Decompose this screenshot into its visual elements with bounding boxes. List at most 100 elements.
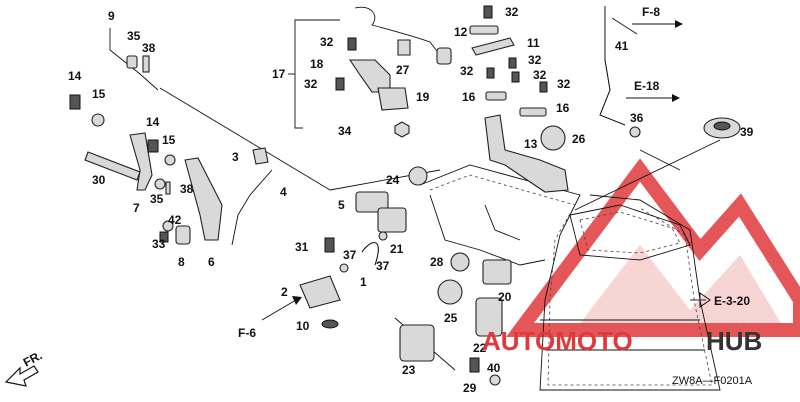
- callout: 38: [142, 41, 156, 55]
- callout: 14: [68, 69, 82, 83]
- pin-38b: [165, 181, 171, 195]
- collar-42: [162, 220, 174, 232]
- ref-f8: F-8: [632, 5, 683, 28]
- callout: 36: [630, 111, 644, 125]
- plate-16a: [485, 91, 507, 101]
- lower-case-housing: [419, 164, 721, 391]
- bushing-8: [175, 225, 191, 245]
- clip-35: [126, 55, 138, 69]
- callout: 19: [416, 90, 430, 104]
- drawing-code: ZW8A—F0201A: [672, 375, 753, 387]
- bolt-29: [469, 357, 480, 373]
- valve-2: [299, 275, 341, 309]
- callout: 17: [272, 67, 286, 81]
- callout: 24: [386, 173, 400, 187]
- callout: 14: [146, 115, 160, 129]
- callout: 13: [524, 137, 538, 151]
- clip-36: [629, 126, 641, 138]
- shaft-30: [84, 151, 141, 181]
- callout: 32: [528, 53, 542, 67]
- callout: 35: [127, 29, 141, 43]
- washer-15b: [164, 154, 176, 166]
- throttle-rod: [109, 28, 159, 91]
- bolt-33: [159, 231, 169, 243]
- callout: 33: [152, 237, 166, 251]
- plate-12: [469, 25, 499, 35]
- callout: 32: [533, 68, 547, 82]
- bolt-14b: [147, 139, 159, 153]
- callout: 9: [108, 9, 115, 23]
- callout: 27: [396, 63, 410, 77]
- clamp-27: [397, 39, 411, 56]
- connector: [436, 47, 452, 65]
- callout: 39: [740, 125, 754, 139]
- pin-38: [142, 55, 150, 73]
- callout: 10: [296, 319, 310, 333]
- callout: 7: [133, 201, 140, 215]
- callout: 41: [615, 39, 629, 53]
- washer-15: [91, 113, 105, 127]
- lever-7: [129, 132, 153, 191]
- plate-16b: [519, 107, 547, 117]
- bracket-18: [348, 59, 391, 93]
- callout: 30: [92, 173, 106, 187]
- bolt-32b: [335, 77, 345, 91]
- svg-text:E-3-20: E-3-20: [714, 294, 750, 308]
- callout: 26: [572, 132, 586, 146]
- grommet-10: [321, 319, 339, 329]
- watermark-logo-icon: [506, 158, 800, 337]
- plate-11: [471, 37, 515, 56]
- plate-6: [184, 157, 223, 241]
- front-arrow-icon: FR.: [4, 348, 44, 387]
- plug-25: [437, 279, 463, 305]
- callout: 25: [444, 311, 458, 325]
- watermark-word-red: AUTOMOTO: [482, 326, 633, 356]
- callout: 32: [320, 35, 334, 49]
- cover-22: [475, 297, 503, 337]
- clip-35b: [154, 178, 166, 190]
- callout: 11: [527, 36, 540, 50]
- callout: 32: [460, 64, 474, 78]
- bolt-32a: [347, 37, 357, 51]
- rod-4: [231, 169, 273, 246]
- watermark-text: AUTOMOTO HUB: [482, 326, 762, 356]
- cover-23: [399, 324, 435, 362]
- joint-3: [252, 147, 269, 165]
- seal-20: [482, 259, 512, 285]
- callout: 3: [232, 150, 239, 164]
- nut-34: [394, 121, 410, 138]
- callout: 23: [402, 363, 416, 377]
- washer-40: [489, 374, 501, 386]
- callout: 40: [487, 361, 501, 375]
- bolt-32g: [539, 81, 548, 93]
- callout: 4: [280, 185, 287, 199]
- bracket-17: [294, 19, 303, 129]
- bolt-31: [324, 237, 335, 253]
- callout: 31: [295, 240, 309, 254]
- gasket-5: [355, 191, 389, 213]
- ref-f6: F-6: [238, 296, 302, 340]
- callout: 20: [498, 290, 512, 304]
- callout: 38: [180, 182, 194, 196]
- callout: 18: [310, 57, 324, 71]
- bolt-14: [69, 94, 81, 110]
- callout-labels: 9 35 38 14 15 14 15 30 7 35 38 42 33 8 6…: [68, 5, 754, 395]
- clip-37a: [339, 263, 349, 273]
- callout: 22: [473, 341, 487, 355]
- callout: 6: [208, 255, 215, 269]
- callout: 28: [430, 255, 444, 269]
- plug-24: [408, 166, 428, 186]
- clip-37b: [378, 231, 388, 241]
- bolt-32f: [511, 71, 520, 83]
- callout: 32: [304, 77, 318, 91]
- pad-21: [377, 207, 407, 233]
- callout: 2: [281, 285, 288, 299]
- callout: 12: [454, 25, 468, 39]
- bolt-32d: [486, 67, 495, 79]
- watermark-word-dark: HUB: [706, 326, 762, 356]
- cap-28: [450, 252, 470, 272]
- ref-e18: E-18: [626, 79, 680, 102]
- callout: 29: [463, 381, 477, 395]
- callout: 21: [390, 242, 404, 256]
